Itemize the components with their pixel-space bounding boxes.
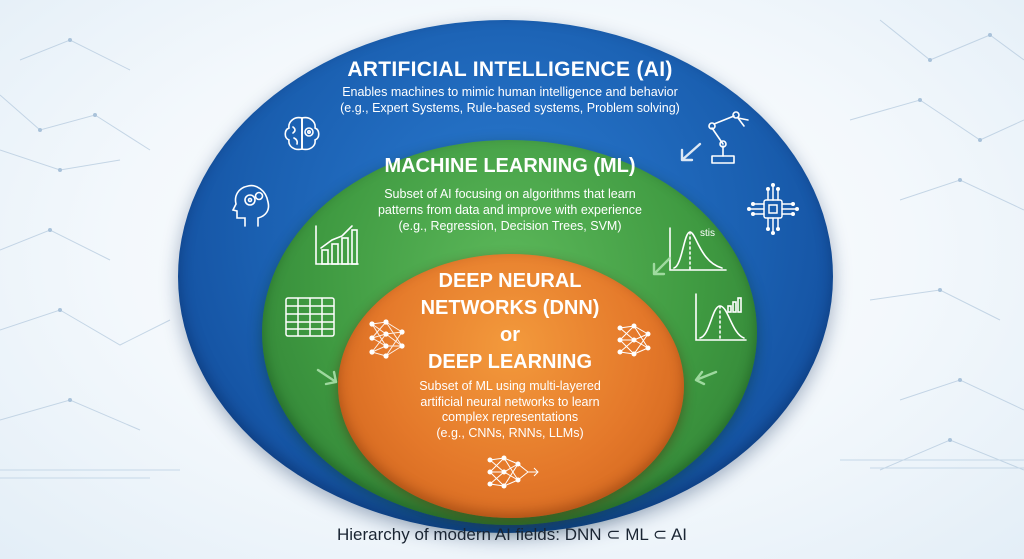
distribution-icon bbox=[669, 227, 727, 271]
ai-title: ARTIFICIAL INTELLIGENCE (AI) bbox=[347, 58, 673, 81]
ai-description: Enables machines to mimic human intellig… bbox=[290, 84, 730, 116]
neural-net-icon bbox=[617, 323, 651, 357]
ml-desc-line: Subset of AI focusing on algorithms that… bbox=[384, 187, 636, 201]
dnn-title-line: DEEP NEURAL bbox=[438, 270, 582, 292]
ai-desc-line: (e.g., Expert Systems, Rule-based system… bbox=[340, 101, 680, 115]
chip-icon bbox=[747, 183, 799, 235]
robot-arm-icon bbox=[708, 111, 749, 164]
dnn-desc-line: complex representations bbox=[441, 410, 579, 424]
stats-label: stis bbox=[700, 228, 715, 239]
neural-net-icon bbox=[487, 455, 539, 489]
ml-desc-line: patterns from data and improve with expe… bbox=[377, 203, 643, 217]
brain-icon bbox=[284, 116, 320, 151]
figure-caption: Hierarchy of modern AI fields: DNN ⊂ ML … bbox=[336, 525, 688, 544]
dnn-title-line: DEEP LEARNING bbox=[427, 351, 593, 373]
dnn-description: Subset of ML using multi-layered artific… bbox=[395, 379, 625, 441]
dnn-title-line: or bbox=[500, 324, 520, 346]
dnn-title-line: NETWORKS (DNN) bbox=[420, 297, 600, 319]
ai-desc-line: Enables machines to mimic human intellig… bbox=[342, 85, 678, 99]
dnn-desc-line: artificial neural networks to learn bbox=[420, 394, 600, 409]
dnn-desc-line: Subset of ML using multi-layered bbox=[419, 379, 601, 393]
subset-arrow-icon bbox=[680, 142, 702, 162]
spreadsheet-icon bbox=[285, 297, 335, 337]
dnn-title: DEEP NEURAL NETWORKS (DNN) or DEEP LEARN… bbox=[400, 268, 620, 376]
dnn-ellipse bbox=[338, 254, 684, 518]
head-gears-icon bbox=[231, 184, 270, 227]
stats-chart-icon bbox=[695, 293, 747, 341]
subset-arrow-icon bbox=[694, 370, 718, 386]
subset-arrow-icon bbox=[316, 368, 338, 386]
neural-net-icon bbox=[369, 319, 405, 359]
dnn-desc-line: (e.g., CNNs, RNNs, LLMs) bbox=[436, 425, 584, 440]
ml-title: MACHINE LEARNING (ML) bbox=[384, 155, 636, 177]
ml-description: Subset of AI focusing on algorithms that… bbox=[355, 186, 665, 234]
subset-arrow-icon bbox=[652, 256, 672, 276]
ml-desc-line: (e.g., Regression, Decision Trees, SVM) bbox=[398, 219, 622, 233]
bar-chart-icon bbox=[315, 225, 359, 265]
